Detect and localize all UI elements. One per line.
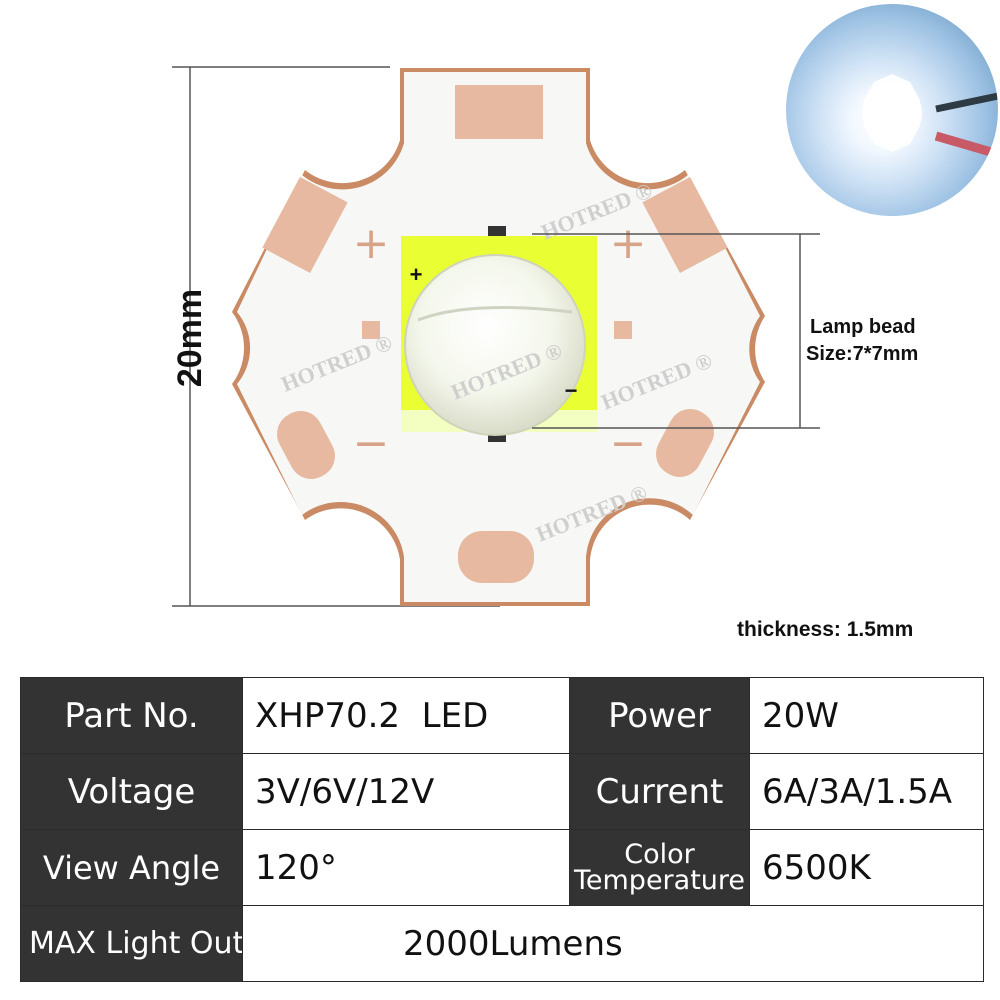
led-emitter: + −: [401, 226, 597, 442]
dome-lens: [404, 254, 586, 436]
lamp-bead-size: Size:7*7mm: [806, 343, 918, 365]
current-label: Current: [569, 753, 750, 830]
polarity-marks: + + − −: [353, 218, 647, 469]
minus-mark-left: −: [353, 418, 390, 469]
pad-inner-left: [362, 321, 380, 339]
table-row: Part No. XHP70.2 LED Power 20W: [20, 677, 984, 754]
voltage-value: 3V/6V/12V: [242, 753, 570, 830]
part-no-label: Part No.: [20, 677, 243, 754]
lamp-bead-label: Lamp bead: [810, 316, 916, 338]
lamp-bead-dimension: Lamp bead Size:7*7mm: [532, 233, 918, 429]
thickness-label: thickness: 1.5mm: [737, 618, 914, 641]
part-no-value: XHP70.2 LED: [242, 677, 570, 754]
max-output-label: MAX Light Output(lm): [20, 905, 243, 982]
height-dimension: 20mm: [171, 66, 500, 607]
table-row: Voltage 3V/6V/12V Current 6A/3A/1.5A: [20, 753, 984, 830]
copper-pads: [262, 85, 728, 583]
height-label: 20mm: [171, 289, 209, 387]
led-board-diagram: 20mm + + − − + − HOTRED ® HOTRED ®: [171, 66, 918, 607]
color-temp-label-line1: Color: [624, 838, 695, 870]
emitter-minus: −: [565, 378, 578, 403]
lit-led-photo: [786, 4, 998, 216]
view-angle-label: View Angle: [20, 829, 243, 906]
pad-inner-right: [614, 321, 632, 339]
pad-bottom-left: [277, 411, 335, 479]
max-output-value: 2000Lumens: [242, 905, 984, 982]
color-temp-label-line2: Temperature: [573, 864, 746, 896]
pad-top-left: [262, 177, 348, 273]
pad-bottom: [458, 531, 534, 583]
power-label: Power: [569, 677, 750, 754]
color-temp-value: 6500K: [749, 829, 984, 906]
table-row: MAX Light Output(lm) 2000Lumens: [20, 905, 984, 982]
plus-mark-left: +: [353, 218, 390, 269]
voltage-label: Voltage: [20, 753, 243, 830]
view-angle-value: 120°: [242, 829, 570, 906]
color-temp-label: Color Temperature: [569, 829, 750, 906]
plus-mark-right: +: [610, 218, 647, 269]
spec-table: Part No. XHP70.2 LED Power 20W Voltage 3…: [20, 677, 984, 982]
current-value: 6A/3A/1.5A: [749, 753, 984, 830]
pad-top-right: [642, 177, 728, 273]
power-value: 20W: [749, 677, 984, 754]
minus-mark-right: −: [610, 418, 647, 469]
pad-top: [455, 85, 543, 139]
pad-bottom-right: [656, 409, 714, 477]
emitter-plus: +: [410, 262, 423, 287]
table-row: View Angle 120° Color Temperature 6500K: [20, 829, 984, 906]
